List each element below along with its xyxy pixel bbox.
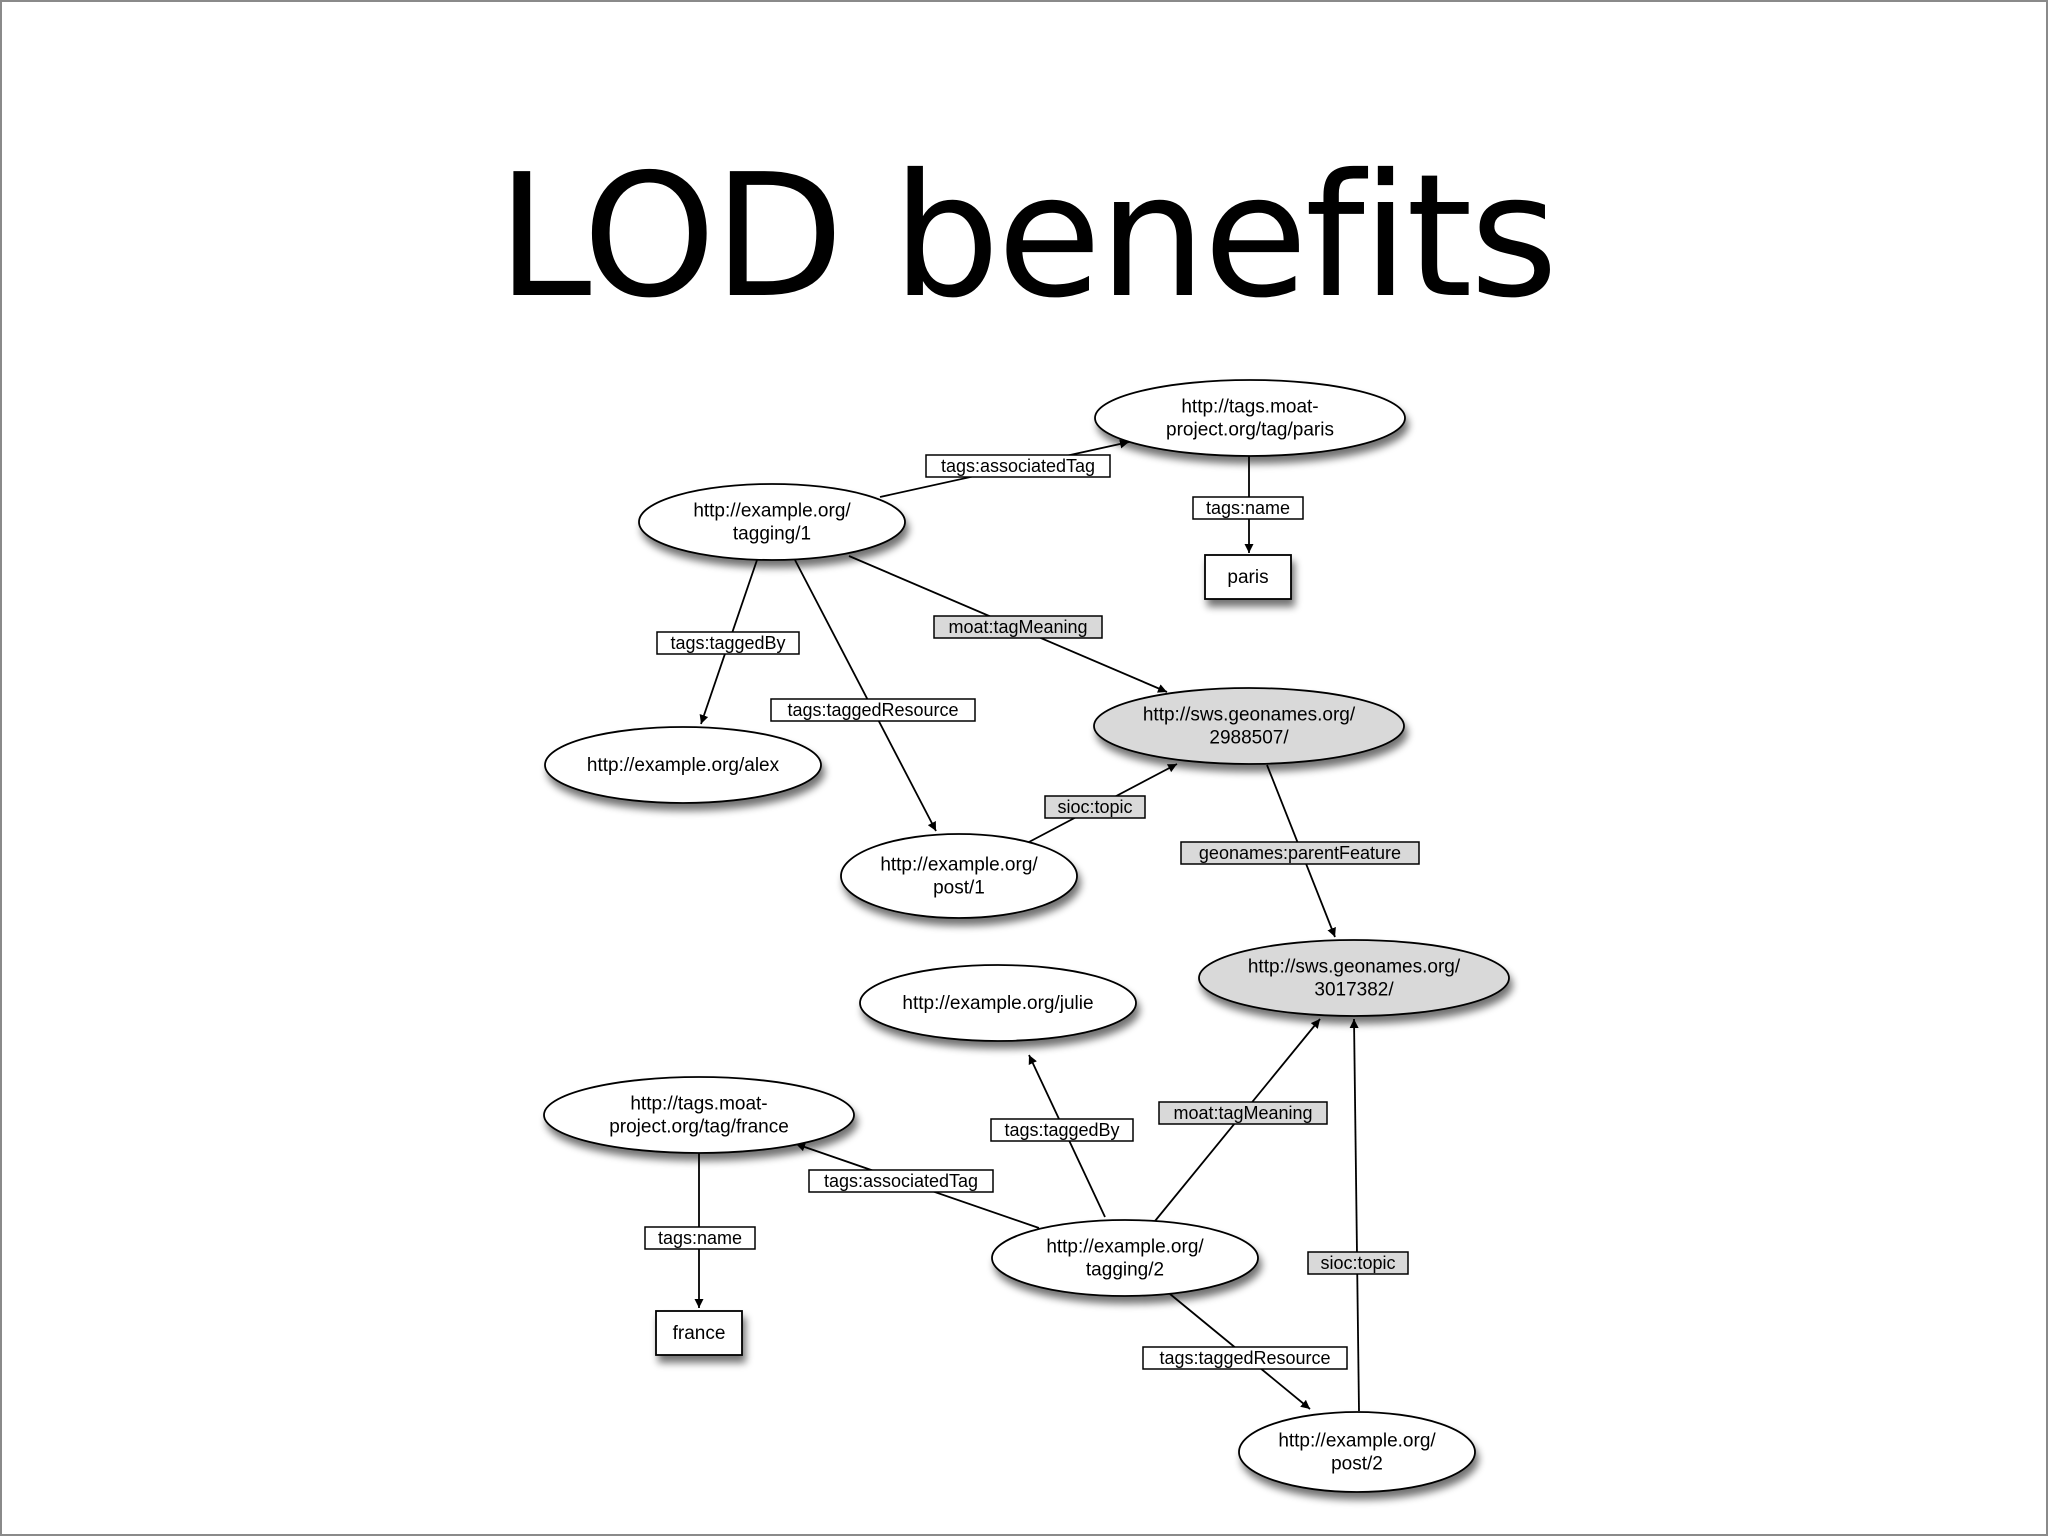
edge-t1-taggedResource — [794, 559, 937, 832]
node-label-line: tagging/2 — [1086, 1260, 1164, 1281]
node-label-line: http://example.org/ — [1046, 1237, 1204, 1258]
node-label-line: http://tags.moat- — [630, 1094, 767, 1115]
edge-label-t2-taggedResource: tags:taggedResource — [1142, 1346, 1348, 1370]
edge-label-france-name: tags:name — [644, 1226, 756, 1250]
edge-label-t2-taggedBy: tags:taggedBy — [990, 1118, 1134, 1142]
edge-label-t2-associatedTag: tags:associatedTag — [808, 1169, 994, 1193]
nodes-layer: http://tags.moat-project.org/tag/parisht… — [543, 379, 1510, 1493]
edge-label-box — [656, 631, 800, 655]
node-label-line: post/1 — [933, 878, 985, 899]
node-post1: http://example.org/post/1 — [840, 833, 1078, 919]
node-shape — [991, 1219, 1259, 1297]
node-label-line: http://tags.moat- — [1181, 397, 1318, 418]
node-shape — [859, 964, 1137, 1042]
edge-label-box — [1192, 496, 1304, 520]
edge-label-box — [933, 615, 1103, 639]
slide-title: LOD benefits — [496, 138, 1559, 336]
node-shape — [1198, 939, 1510, 1017]
node-tag-paris: http://tags.moat-project.org/tag/paris — [1094, 379, 1406, 457]
node-label-line: france — [673, 1323, 726, 1344]
edge-label-text: tags:taggedBy — [670, 633, 785, 653]
edge-label-box — [925, 454, 1111, 478]
edge-labels-layer: tags:associatedTag tags:name tags:taggedBy… — [644, 454, 1420, 1370]
node-label-line: http://sws.geonames.org/ — [1143, 705, 1356, 726]
edge-label-text: tags:name — [658, 1228, 742, 1248]
node-label-line: project.org/tag/france — [609, 1117, 789, 1138]
edge-label-t1-taggedResource: tags:taggedResource — [770, 698, 976, 722]
edge-label-box — [990, 1118, 1134, 1142]
node-label-line: http://example.org/ — [880, 855, 1038, 876]
node-label-line: project.org/tag/paris — [1166, 420, 1334, 441]
edge-label-text: tags:associatedTag — [824, 1171, 978, 1191]
edge-label-text: tags:taggedBy — [1004, 1120, 1119, 1140]
edge-label-t1-associatedTag: tags:associatedTag — [925, 454, 1111, 478]
node-label-line: post/2 — [1331, 1454, 1383, 1475]
node-tagging1: http://example.org/tagging/1 — [638, 483, 906, 561]
node-label-line: 2988507/ — [1209, 728, 1289, 749]
edge-label-box — [808, 1169, 994, 1193]
edge-label-t1-tagMeaning: moat:tagMeaning — [933, 615, 1103, 639]
node-shape — [840, 833, 1078, 919]
edge-label-t2-tagMeaning: moat:tagMeaning — [1158, 1101, 1328, 1125]
edge-label-t1-taggedBy: tags:taggedBy — [656, 631, 800, 655]
node-shape — [1238, 1411, 1476, 1493]
edge-label-text: moat:tagMeaning — [1173, 1103, 1312, 1123]
node-label-line: http://example.org/ — [1278, 1431, 1436, 1452]
node-label-line: http://example.org/ — [693, 501, 851, 522]
node-shape — [544, 726, 822, 804]
node-label-line: http://example.org/alex — [587, 755, 780, 776]
node-shape — [638, 483, 906, 561]
edge-label-post2-topic: sioc:topic — [1307, 1251, 1409, 1275]
edge-label-box — [1158, 1101, 1328, 1125]
edge-post2-topic — [1349, 1018, 1360, 1412]
edge-label-text: tags:name — [1206, 498, 1290, 518]
node-tag-france: http://tags.moat-project.org/tag/france — [543, 1076, 855, 1154]
node-shape — [1204, 554, 1292, 600]
edge-label-box — [644, 1226, 756, 1250]
edge-label-text: moat:tagMeaning — [948, 617, 1087, 637]
edge-label-text: sioc:topic — [1320, 1253, 1395, 1273]
edge-label-box — [770, 698, 976, 722]
node-tagging2: http://example.org/tagging/2 — [991, 1219, 1259, 1297]
node-geo-2988507: http://sws.geonames.org/2988507/ — [1093, 687, 1405, 765]
node-julie: http://example.org/julie — [859, 964, 1137, 1042]
edge-label-text: tags:taggedResource — [1159, 1348, 1330, 1368]
node-shape — [1094, 379, 1406, 457]
node-alex: http://example.org/alex — [544, 726, 822, 804]
edge-label-box — [1044, 795, 1146, 819]
edge-label-box — [1180, 841, 1420, 865]
edge-label-box — [1307, 1251, 1409, 1275]
node-label-line: tagging/1 — [733, 524, 811, 545]
edge-label-text: sioc:topic — [1057, 797, 1132, 817]
edge-label-post1-topic: sioc:topic — [1044, 795, 1146, 819]
edge-label-paris-name: tags:name — [1192, 496, 1304, 520]
edge-label-geo-parentFeature: geonames:parentFeature — [1180, 841, 1420, 865]
edge-label-box — [1142, 1346, 1348, 1370]
node-label-line: 3017382/ — [1314, 980, 1394, 1001]
edge-label-text: tags:taggedResource — [787, 700, 958, 720]
node-shape — [1093, 687, 1405, 765]
node-shape — [543, 1076, 855, 1154]
node-geo-3017382: http://sws.geonames.org/3017382/ — [1198, 939, 1510, 1017]
node-france-literal: france — [655, 1310, 743, 1356]
node-label-line: http://example.org/julie — [902, 993, 1093, 1014]
edge-label-text: tags:associatedTag — [941, 456, 1095, 476]
node-paris-literal: paris — [1204, 554, 1292, 600]
node-label-line: paris — [1227, 567, 1268, 588]
edge-label-text: geonames:parentFeature — [1199, 843, 1401, 863]
node-post2: http://example.org/post/2 — [1238, 1411, 1476, 1493]
node-shape — [655, 1310, 743, 1356]
node-label-line: http://sws.geonames.org/ — [1248, 957, 1461, 978]
